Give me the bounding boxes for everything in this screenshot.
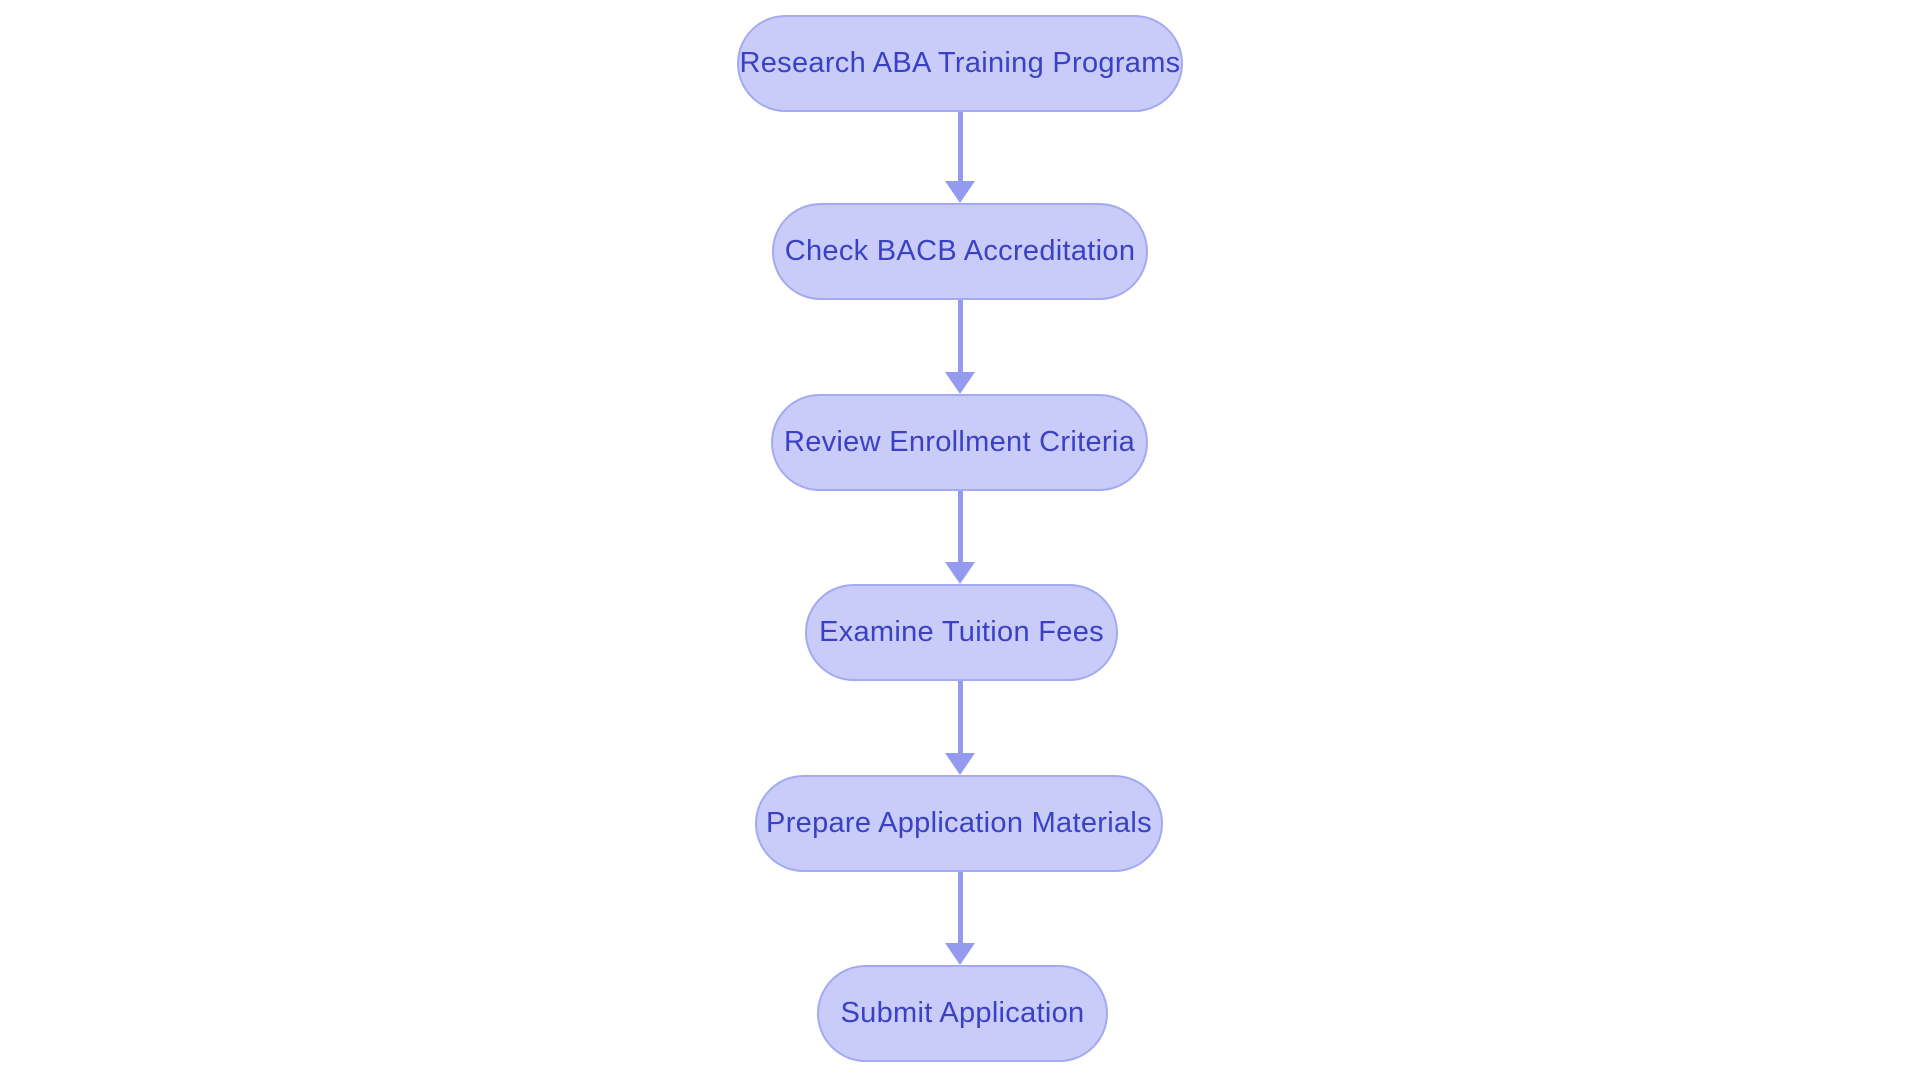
node-examine-tuition-fees: Examine Tuition Fees: [805, 584, 1118, 681]
node-label: Prepare Application Materials: [766, 807, 1152, 839]
node-prepare-application-materials: Prepare Application Materials: [755, 775, 1163, 872]
node-review-enrollment-criteria: Review Enrollment Criteria: [771, 394, 1148, 491]
node-label: Examine Tuition Fees: [819, 616, 1104, 648]
node-check-bacb-accreditation: Check BACB Accreditation: [772, 203, 1148, 300]
node-label: Check BACB Accreditation: [784, 235, 1136, 267]
arrow-down-icon: [945, 562, 975, 584]
arrow-down-icon: [945, 181, 975, 203]
arrow-connector: [945, 872, 975, 965]
node-research-aba-programs: Research ABA Training Programs: [737, 15, 1183, 112]
arrow-line: [957, 300, 963, 372]
arrow-line: [957, 872, 963, 943]
arrow-connector: [945, 112, 975, 203]
node-label: Research ABA Training Programs: [739, 47, 1181, 79]
arrow-down-icon: [945, 372, 975, 394]
arrow-connector: [945, 491, 975, 584]
arrow-line: [957, 681, 963, 753]
arrow-connector: [945, 300, 975, 394]
node-label: Review Enrollment Criteria: [783, 426, 1136, 458]
arrow-down-icon: [945, 943, 975, 965]
arrow-down-icon: [945, 753, 975, 775]
arrow-line: [957, 491, 963, 562]
node-submit-application: Submit Application: [817, 965, 1108, 1062]
arrow-connector: [945, 681, 975, 775]
node-label: Submit Application: [840, 997, 1085, 1029]
arrow-line: [957, 112, 963, 181]
